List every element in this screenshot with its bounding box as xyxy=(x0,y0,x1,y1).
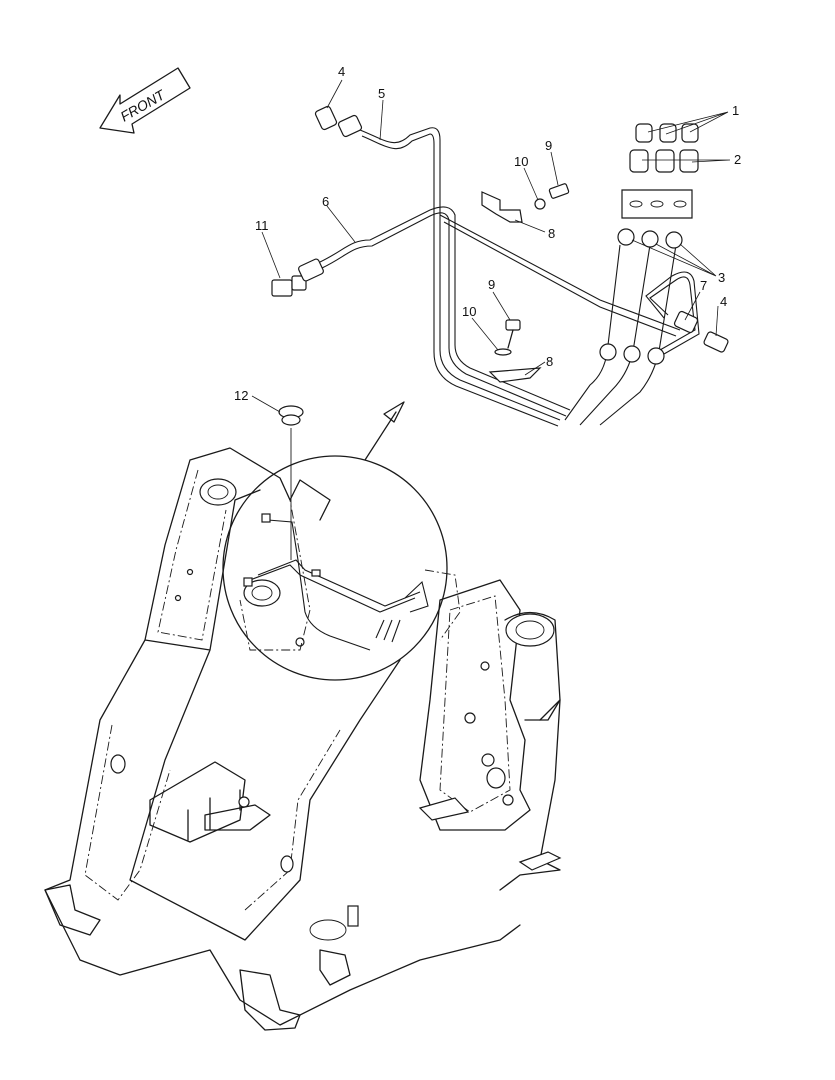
clamp-8-upper xyxy=(481,191,523,223)
fittings-2 xyxy=(629,149,699,173)
grommet-12 xyxy=(278,405,304,426)
callout-2: 2 xyxy=(734,152,741,167)
callout-11: 11 xyxy=(255,218,269,233)
front-direction-arrow: FRONT xyxy=(99,67,191,134)
nuts-3 xyxy=(599,228,683,365)
front-label: FRONT xyxy=(118,86,169,125)
mounting-plate xyxy=(621,189,693,219)
callout-7: 7 xyxy=(700,278,707,293)
callout-8-upper: 8 xyxy=(548,226,555,241)
bolt-9-lower xyxy=(494,319,521,356)
pipe-assembly xyxy=(319,127,700,427)
fittings-1 xyxy=(635,123,699,143)
callout-8-lower: 8 xyxy=(546,354,553,369)
callout-5: 5 xyxy=(378,86,385,101)
fitting-4-left xyxy=(314,105,363,138)
callout-9-upper: 9 xyxy=(545,138,552,153)
detail-magnifier-circle xyxy=(222,455,448,681)
callout-10-upper: 10 xyxy=(514,154,528,169)
callout-4-right: 4 xyxy=(720,294,727,309)
clamp-8-lower xyxy=(488,367,542,383)
callout-4-left: 4 xyxy=(338,64,345,79)
machine-frame xyxy=(44,428,562,1031)
bolt-9-upper xyxy=(534,183,570,210)
callout-9-lower: 9 xyxy=(488,277,495,292)
callouts: 1 2 3 4 4 5 6 7 8 8 9 9 10 10 11 12 xyxy=(234,64,741,403)
callout-6: 6 xyxy=(322,194,329,209)
callout-10-lower: 10 xyxy=(462,304,476,319)
fitting-4-right xyxy=(673,310,729,353)
leader-lines xyxy=(251,79,731,413)
callout-12: 12 xyxy=(234,388,248,403)
sensor-11 xyxy=(271,258,324,297)
callout-3: 3 xyxy=(718,270,725,285)
detail-pointer-arrow xyxy=(364,401,405,461)
callout-1: 1 xyxy=(732,103,739,118)
